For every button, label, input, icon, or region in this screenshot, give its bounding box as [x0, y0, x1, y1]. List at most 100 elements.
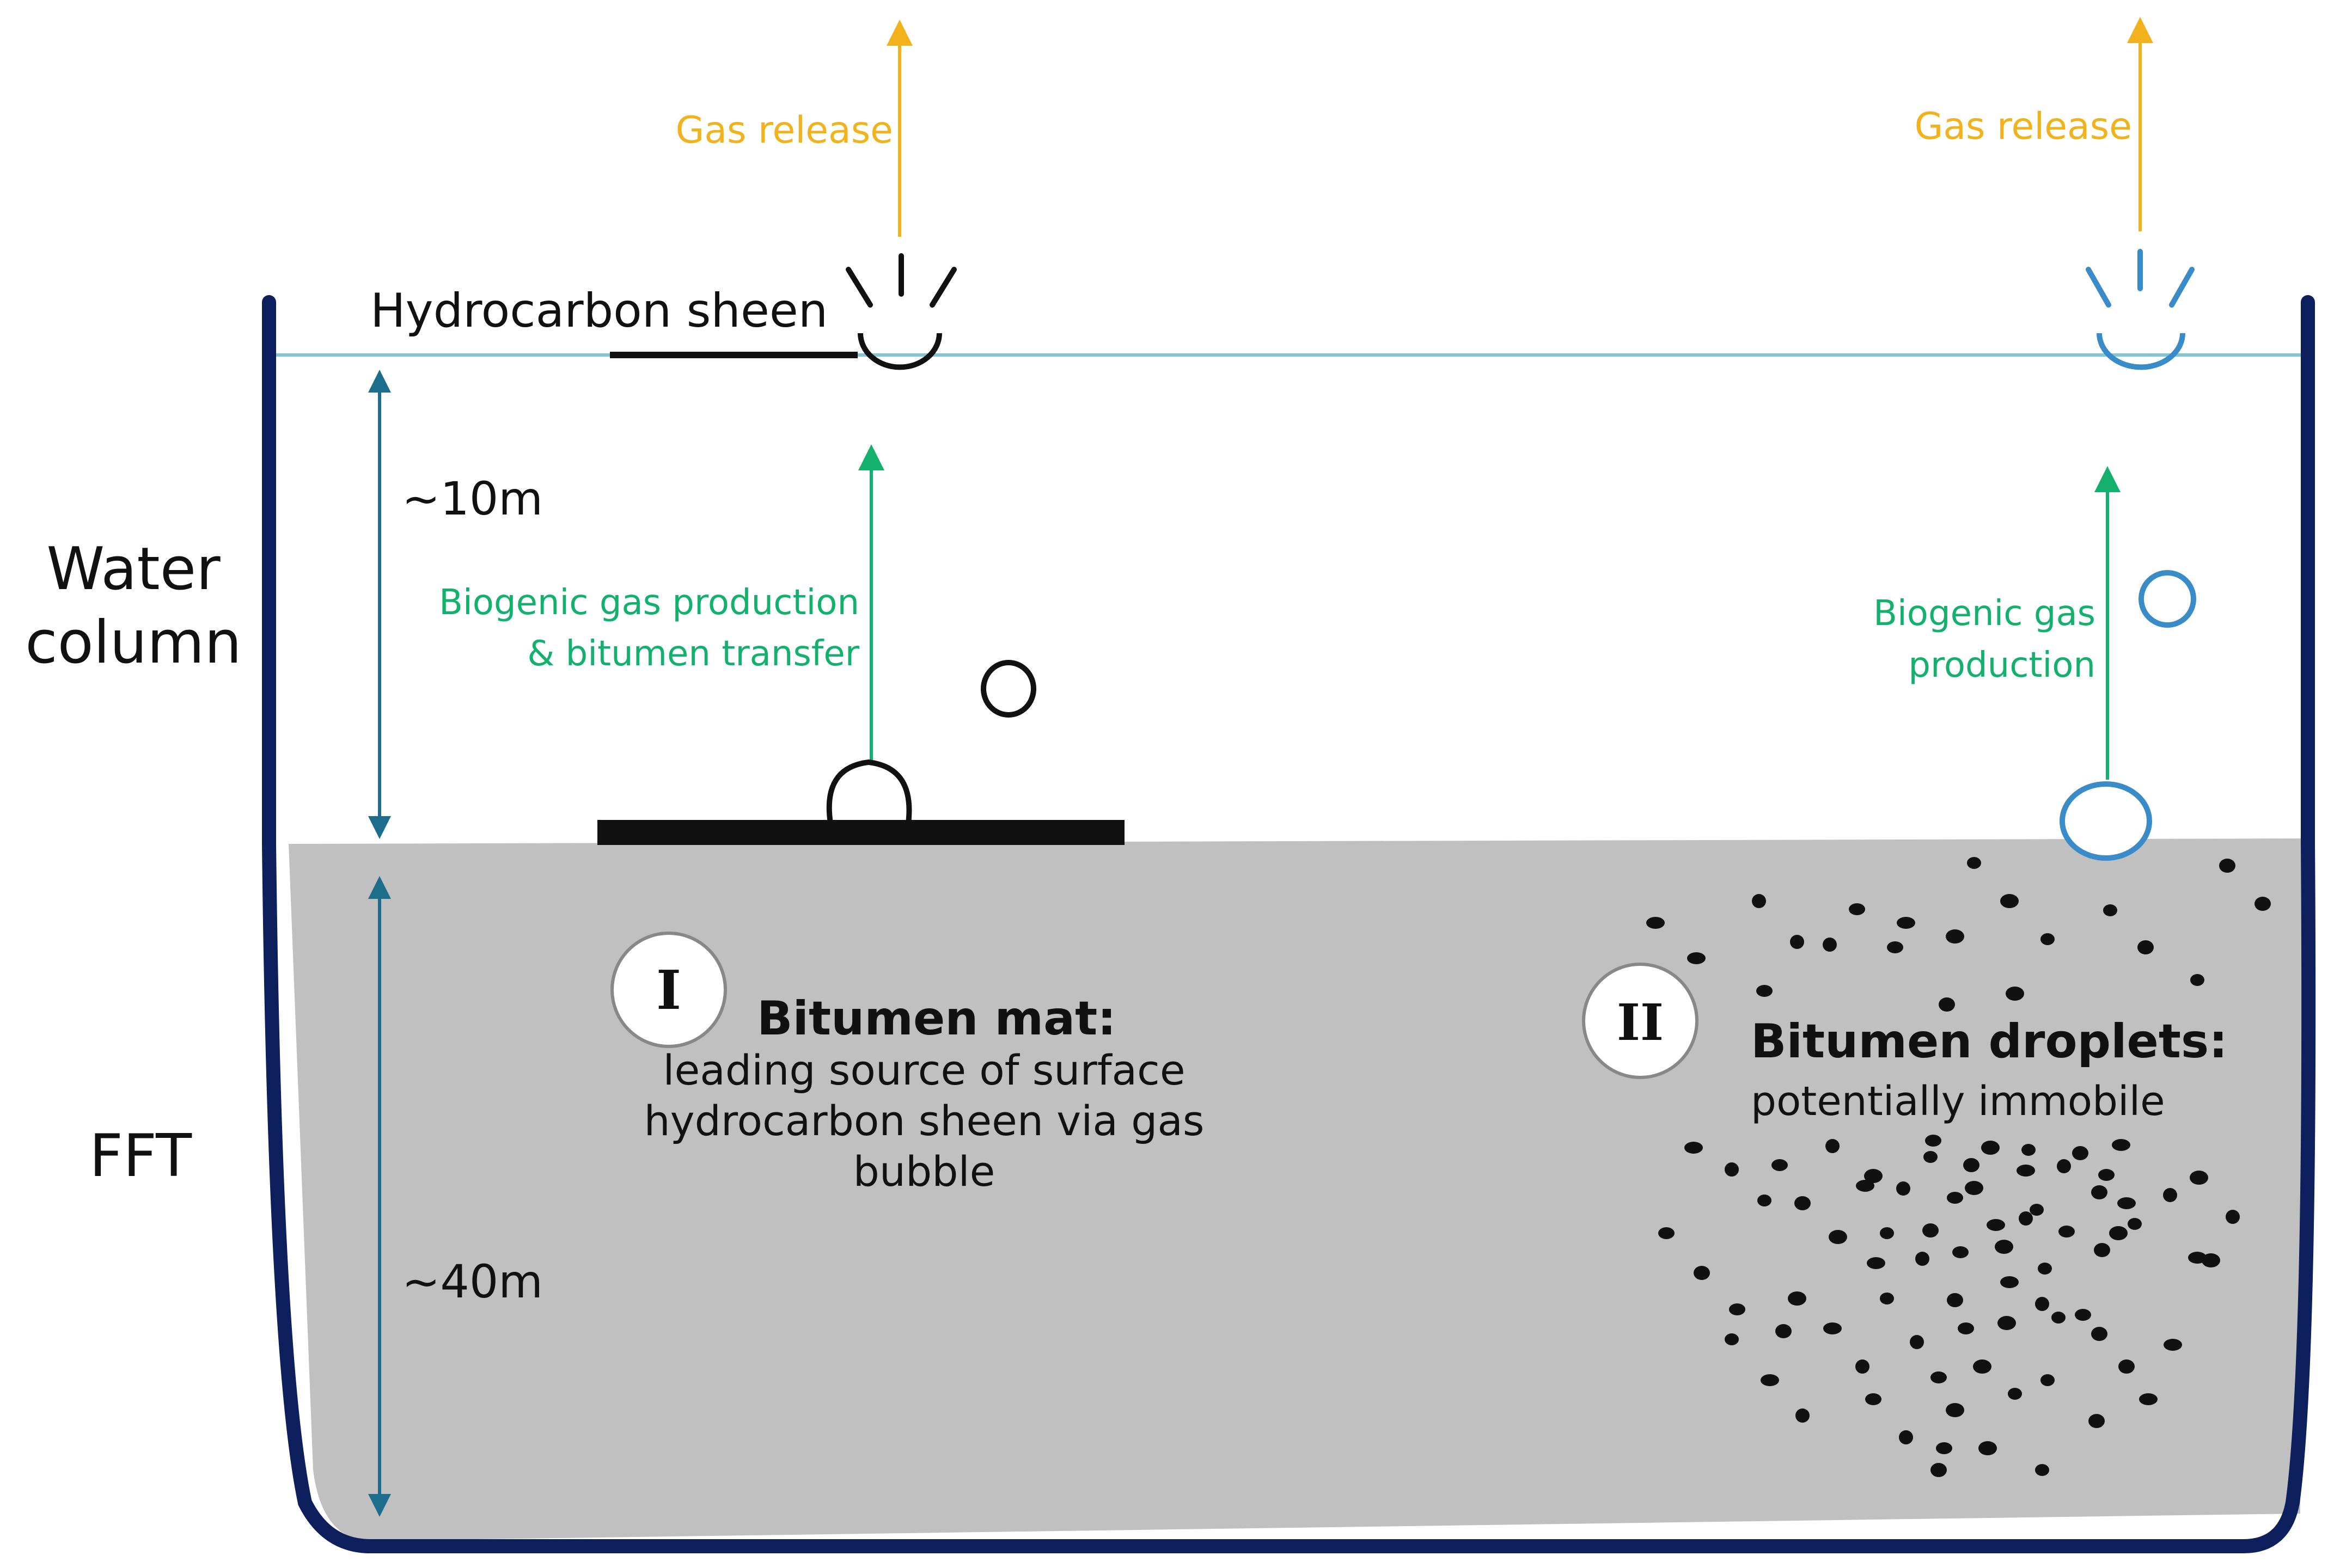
rising-bubble [981, 660, 1036, 718]
bitumen-droplet [1646, 917, 1665, 929]
bitumen-droplet [2088, 1414, 2105, 1428]
bitumen-droplet [1922, 1223, 1939, 1238]
bitumen-droplet [2051, 1312, 2066, 1324]
depth-water-label: ~10m [402, 472, 543, 525]
mat-bubble [826, 759, 912, 824]
bitumen-droplet [1930, 1371, 1947, 1383]
gas-release-label-right: Gas release [1915, 105, 2132, 148]
bitumen-droplet [2017, 1165, 2035, 1177]
hydrocarbon-sheen-label: Hydrocarbon sheen [370, 284, 828, 338]
bitumen-droplet [1756, 985, 1773, 997]
biogenic-label-left-2: & bitumen transfer [527, 634, 859, 674]
bitumen-droplet [2190, 1171, 2208, 1185]
bitumen-droplet [2128, 1218, 2142, 1230]
bitumen-droplet [1761, 1374, 1779, 1386]
bitumen-droplet [1880, 1293, 1894, 1304]
bitumen-droplet [1958, 1322, 1974, 1334]
bitumen-droplet [1880, 1227, 1894, 1239]
bitumen-droplet [1981, 1141, 2000, 1155]
bitumen-droplet [1910, 1335, 1924, 1349]
bitumen-droplet [1987, 1219, 2005, 1231]
bitumen-droplet [1775, 1324, 1792, 1338]
bitumen-droplet [2190, 974, 2204, 986]
bitumen-droplet [2103, 904, 2117, 916]
bitumen-mat [597, 820, 1125, 845]
bitumen-droplet [1795, 1408, 1810, 1423]
bitumen-droplet [1849, 903, 1865, 915]
bottom-bubble-right [2060, 781, 2152, 861]
bitumen-droplet [2091, 1327, 2107, 1341]
bitumen-droplet [1729, 1303, 1745, 1315]
bitumen-droplet [2117, 1197, 2136, 1209]
mechanism-1-desc-3: bubble [853, 1147, 995, 1196]
bitumen-droplet [1757, 1195, 1771, 1206]
bitumen-droplet [2058, 1226, 2075, 1238]
bitumen-droplet [1829, 1230, 1847, 1244]
bitumen-droplet [1823, 938, 1837, 952]
mechanism-1-badge [610, 932, 727, 1048]
bitumen-droplet [1752, 894, 1766, 908]
bitumen-droplet [2040, 1374, 2055, 1386]
biogenic-label-right-2: production [1908, 645, 2095, 685]
bitumen-droplet [2112, 1139, 2130, 1151]
bitumen-droplet [1865, 1393, 1881, 1405]
bitumen-droplet [2057, 1159, 2071, 1173]
bitumen-droplet [2008, 1388, 2022, 1400]
bitumen-droplet [1965, 1181, 1983, 1195]
bitumen-droplet [1788, 1291, 1806, 1306]
bitumen-droplet [1939, 997, 1955, 1012]
bitumen-droplet [2163, 1188, 2177, 1202]
bitumen-droplet [2000, 1276, 2019, 1288]
gas-release-label-left: Gas release [676, 109, 893, 152]
fft-layer [289, 838, 2302, 1541]
bitumen-droplet [1856, 1180, 1874, 1192]
bitumen-droplet [1790, 935, 1804, 949]
bitumen-droplet [1946, 929, 1964, 944]
mechanism-1-title: Bitumen mat: [757, 991, 1116, 1046]
rising-bubble-right [2139, 570, 2196, 628]
water-column-label: Water [46, 535, 221, 603]
bitumen-droplet [2091, 1185, 2107, 1199]
bitumen-droplet [1978, 1441, 1997, 1455]
bitumen-droplet [1930, 1463, 1947, 1477]
bitumen-droplet [1897, 917, 1915, 929]
bitumen-droplet [1687, 952, 1706, 964]
bitumen-droplet [1936, 1442, 1952, 1454]
biogenic-label-right: Biogenic gas [1873, 593, 2095, 634]
bitumen-droplet [1867, 1257, 1885, 1269]
bitumen-droplet [1896, 1181, 1910, 1196]
bitumen-droplet [1967, 857, 1981, 869]
bitumen-droplet [2254, 897, 2271, 911]
bitumen-droplet [2202, 1253, 2220, 1267]
bitumen-droplet [1947, 1293, 1963, 1307]
bitumen-droplet [1794, 1196, 1811, 1210]
biogenic-label-left: Biogenic gas production [439, 583, 859, 623]
bitumen-droplet [1658, 1227, 1675, 1239]
bitumen-droplet [1855, 1359, 1869, 1374]
bitumen-droplet [2118, 1359, 2135, 1374]
bitumen-droplet [1997, 1316, 2016, 1330]
bitumen-droplet [1725, 1333, 1739, 1345]
bitumen-droplet [1825, 1139, 1840, 1153]
mechanism-1-desc-1: leading source of surface [663, 1046, 1185, 1094]
bitumen-droplet [1915, 1252, 1929, 1266]
bitumen-droplet [1995, 1240, 2013, 1254]
bitumen-droplet [2098, 1169, 2115, 1181]
bitumen-droplet [2035, 1464, 2049, 1476]
bitumen-droplet [2164, 1339, 2182, 1351]
bursting-bubble-icon [846, 253, 957, 370]
bitumen-droplet [2075, 1309, 2091, 1321]
bitumen-droplet [2226, 1210, 2240, 1224]
bitumen-droplet [1963, 1158, 1979, 1172]
bitumen-droplet [1725, 1162, 1739, 1177]
bitumen-droplet [2000, 894, 2019, 908]
bitumen-droplet [2006, 987, 2024, 1001]
bitumen-droplet [1694, 1266, 1710, 1280]
bitumen-droplets [1646, 857, 2271, 1477]
bitumen-droplet [2030, 1204, 2044, 1216]
bitumen-droplet [1887, 941, 1903, 953]
bitumen-droplet [1952, 1246, 1969, 1258]
pit-wall [262, 295, 2316, 1553]
mechanism-2-numeral: II [1617, 993, 1664, 1052]
bitumen-droplet [2040, 933, 2055, 945]
